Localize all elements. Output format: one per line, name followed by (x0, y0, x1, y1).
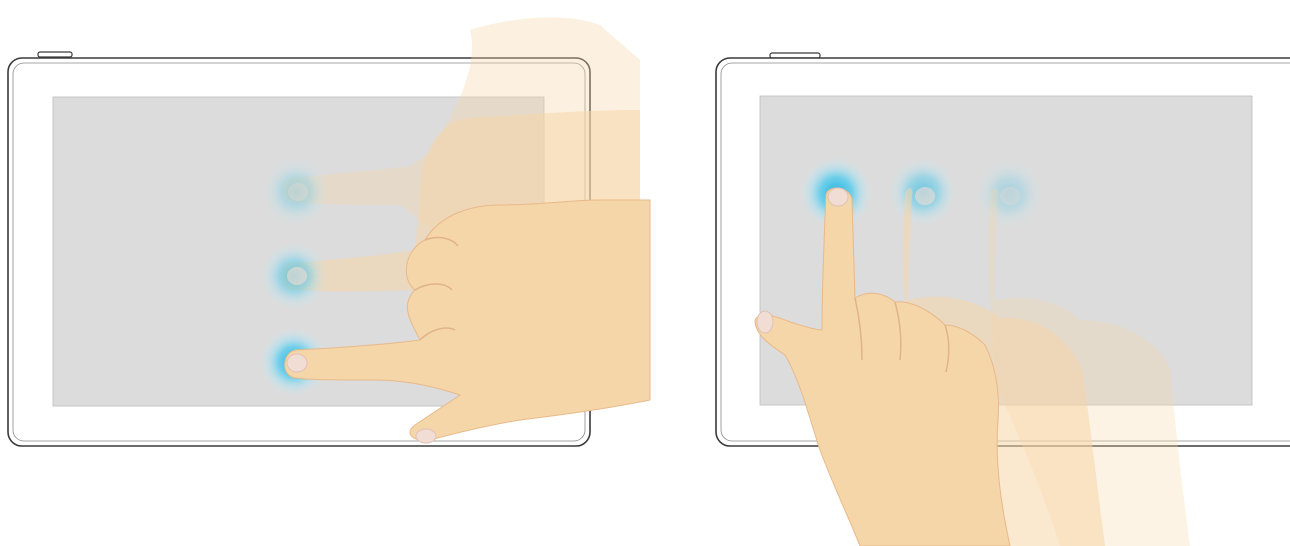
right-index-nail (828, 188, 848, 206)
left-tablet-power-button (38, 52, 72, 57)
right-panel (716, 53, 1290, 546)
left-index-nail (287, 354, 307, 372)
left-panel (8, 17, 660, 446)
left-thumb-nail (416, 429, 436, 443)
right-thumb-nail (757, 311, 773, 333)
